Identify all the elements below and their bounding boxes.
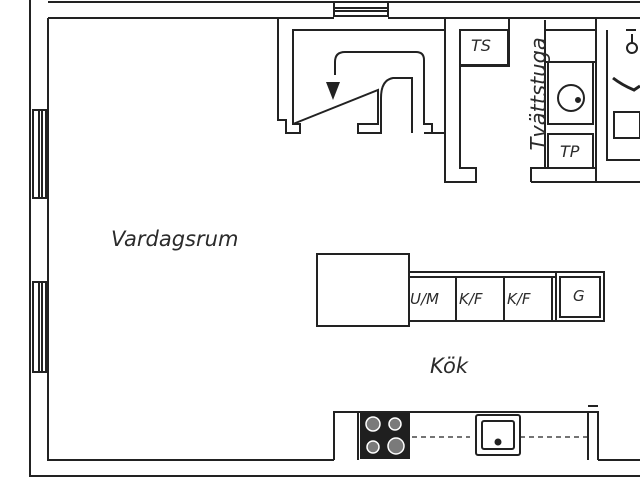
- laundry-sink-basin: [557, 84, 585, 112]
- fixture-label-fridge-freezer: K/F: [459, 290, 483, 308]
- kitchen-sink-basin: [481, 420, 515, 450]
- bathroom-cabinet: [613, 111, 640, 139]
- outer-wall: [29, 0, 640, 477]
- washer-box: [547, 133, 594, 169]
- window-left-upper: [32, 109, 47, 199]
- dryer-box: [459, 29, 509, 66]
- fixture-label-dryer: TS: [471, 36, 491, 55]
- fixture-label-fridge-freezer: K/F: [507, 290, 531, 308]
- window-top: [333, 1, 389, 17]
- staircase: [277, 18, 446, 134]
- bathroom-fragment: [595, 18, 640, 182]
- laundry-sink: [547, 61, 594, 125]
- stove-burner: [366, 440, 380, 454]
- kitchen-sink: [475, 414, 521, 456]
- stove: [360, 413, 410, 459]
- stair-direction-arrow: [326, 82, 340, 100]
- stove-burner: [388, 417, 402, 431]
- window-left-lower: [32, 281, 47, 373]
- room-label-living: Vardagsrum: [111, 227, 239, 251]
- fixture-label-microwave-oven: U/M: [410, 290, 439, 308]
- outer-wall-inner: [47, 17, 640, 461]
- room-label-laundry: Tvättstuga: [526, 37, 551, 151]
- kitchen-counter: [333, 405, 599, 460]
- stove-burner: [387, 437, 405, 455]
- room-label-kitchen: Kök: [430, 354, 469, 378]
- fixture-label-g: G: [573, 287, 585, 305]
- shower-head: [626, 42, 638, 54]
- appliance-row: [409, 271, 605, 322]
- shower-hose: [612, 76, 640, 92]
- fixture-label-washer: TP: [560, 142, 580, 161]
- kitchen-island: [316, 253, 410, 327]
- stove-burner: [365, 416, 381, 432]
